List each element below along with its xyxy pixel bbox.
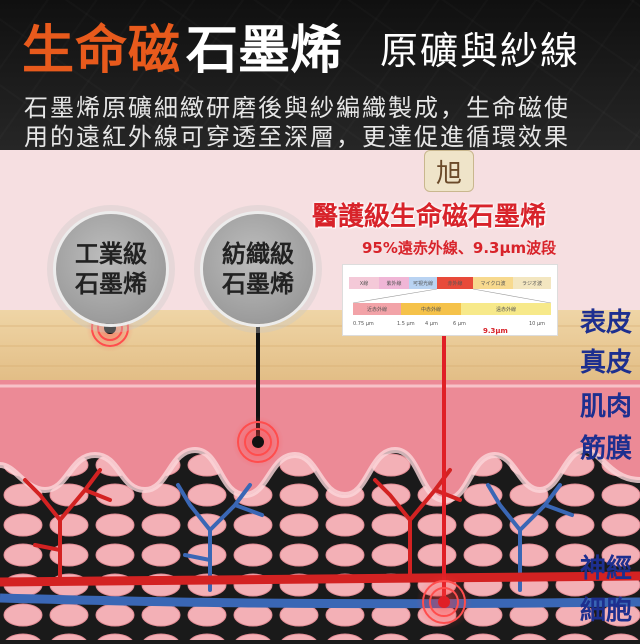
artery — [0, 571, 640, 587]
description-line-2: 用的遠紅外線可穿透至深層，更達促進循環效果 — [24, 123, 570, 151]
muscle-cell-layer — [0, 450, 640, 640]
layer-label-nerve: 神經 — [579, 554, 632, 584]
header-banner: 生命磁 石墨烯 原礦與紗線 石墨烯原礦細緻研磨後與紗編織製成，生命磁使 用的遠紅… — [0, 0, 640, 151]
bubble-textile-line1: 紡織級 — [222, 240, 294, 268]
tick-2: 4 μm — [425, 321, 438, 327]
band-radio: ラジオ波 — [522, 280, 542, 287]
target-medical — [416, 574, 472, 630]
ir-band-far: 遠赤外線 — [496, 306, 516, 313]
band-visible: 可視光線 — [413, 280, 433, 287]
tick-0: 0.75 μm — [353, 321, 374, 327]
layer-label-fascia: 筋膜 — [579, 434, 632, 464]
band-uv: 紫外線 — [386, 280, 401, 287]
target-textile — [232, 416, 284, 468]
bubble-textile-graphene: 紡織級 石墨烯 — [203, 214, 313, 324]
ir-band-near: 近赤外線 — [367, 306, 387, 313]
band-microwave: マイクロ波 — [481, 280, 506, 287]
brand-logo: 旭 — [424, 150, 474, 192]
bubble-industrial-graphene: 工業級 石墨烯 — [56, 214, 166, 324]
layer-label-dermis: 真皮 — [579, 348, 632, 378]
infrared-spectrum-chart: X線 紫外線 可視光線 赤外線 マイクロ波 ラジオ波 近赤外線 中赤外線 遠赤外… — [342, 264, 558, 336]
capillary-branches — [23, 468, 574, 592]
band-xray: X線 — [360, 280, 368, 287]
title-white: 石墨烯 — [186, 21, 343, 81]
vein — [0, 593, 640, 609]
title-subtitle: 原礦與紗線 — [380, 29, 581, 73]
header-texture — [0, 0, 640, 150]
band-infrared: 赤外線 — [447, 280, 462, 287]
layer-label-muscle: 肌肉 — [579, 392, 632, 422]
layer-label-cell: 細胞 — [579, 596, 632, 626]
spectrum-peak-label: 9.3μm — [483, 327, 508, 335]
bubble-industrial-line1: 工業級 — [75, 240, 147, 268]
tick-3: 6 μm — [453, 321, 466, 327]
dermis-layer — [0, 380, 640, 500]
ir-band-mid: 中赤外線 — [421, 306, 441, 313]
medical-grade-subtitle: 95%遠赤外線、9.3μm波段 — [362, 239, 557, 257]
spectrum-graphic: X線 紫外線 可視光線 赤外線 マイクロ波 ラジオ波 近赤外線 中赤外線 遠赤外… — [349, 277, 552, 335]
bubble-textile-line2: 石墨烯 — [222, 270, 294, 298]
tick-4: 10 μm — [529, 321, 545, 327]
medical-grade-title: 醫護級生命磁石墨烯 — [312, 202, 547, 232]
description-line-1: 石墨烯原礦細緻研磨後與紗編織製成，生命磁使 — [24, 94, 570, 122]
tick-1: 1.5 μm — [397, 321, 415, 327]
bubble-industrial-line2: 石墨烯 — [75, 270, 147, 298]
layer-label-epidermis: 表皮 — [579, 308, 632, 338]
title-orange: 生命磁 — [22, 21, 182, 81]
